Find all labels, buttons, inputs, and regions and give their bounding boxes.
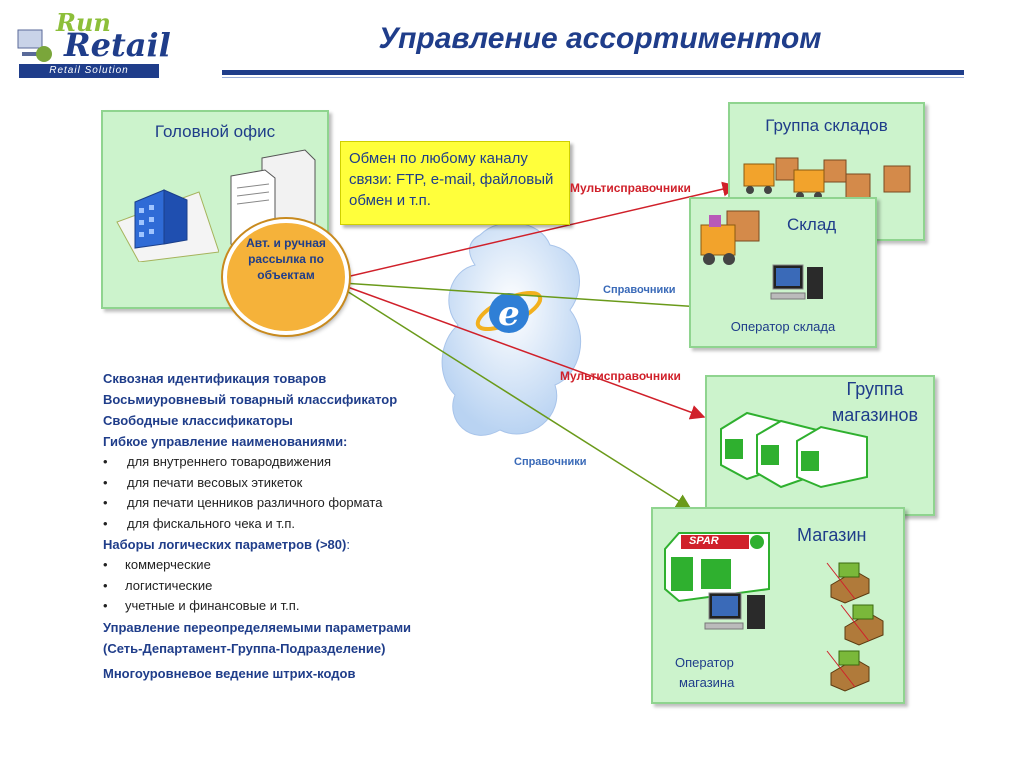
multi-refs-label-top: Мультисправочники <box>570 181 691 195</box>
head-office-label: Головной офис <box>154 122 276 141</box>
store-box: SPAR Магазин Оператор магазина <box>651 507 905 704</box>
spar-logo: SPAR <box>689 535 719 547</box>
logo-run-text: Run <box>56 8 111 37</box>
computer-logo-icon <box>17 29 52 62</box>
feature-item: Многоуровневое ведение штрих-кодов <box>103 665 356 681</box>
title-rule-thin <box>222 77 964 78</box>
forklift-icon <box>700 210 760 265</box>
logo-tagline: Retail Solution <box>19 64 159 78</box>
distribution-circle: Авт. и ручная рассылка по объектам <box>223 219 349 335</box>
store-building-icon <box>664 532 770 603</box>
title-rule <box>222 70 964 75</box>
store-group-label-2: магазинов <box>831 405 919 425</box>
warehouse-label: Склад <box>787 215 837 234</box>
features-list: Сквозная идентификация товаров Восьмиуро… <box>103 368 573 684</box>
refs-label-top: Справочники <box>603 284 676 296</box>
multi-refs-label-mid: Мультисправочники <box>560 369 681 383</box>
store-group-icon <box>720 411 868 489</box>
exchange-note-text: Обмен по любому каналу связи: FTP, e-mai… <box>349 150 554 209</box>
warehouse-group-label: Группа складов <box>765 116 888 135</box>
feature-item: Сквозная идентификация товаров <box>103 371 327 386</box>
forklift-group-icon <box>743 157 911 200</box>
feature-item: Свободные классификаторы <box>103 413 293 428</box>
office-building-icon <box>116 189 219 262</box>
exchange-note: Обмен по любому каналу связи: FTP, e-mai… <box>340 141 570 225</box>
feature-sub-item: •для печати ценников различного формата <box>103 495 383 510</box>
page-title: Управление ассортиментом <box>378 22 822 55</box>
svg-text:e: e <box>498 294 520 334</box>
feature-item: Восьмиуровневый товарный классификатор <box>103 392 398 407</box>
feature-item: Управление переопределяемыми параметрами <box>103 619 412 635</box>
feature-item: Гибкое управление наименованиями: <box>103 434 348 449</box>
arrow-ref-store <box>341 287 692 509</box>
warehouse-operator-label: Оператор склада <box>730 319 836 334</box>
warehouse-box: Склад Оператор склада <box>689 197 877 348</box>
feature-sub-item: •для внутреннего товародвижения <box>103 454 332 469</box>
arrow-multi-store-group <box>341 284 706 420</box>
refs-label-bottom: Справочники <box>514 456 587 468</box>
feature-sub-item: •учетные и финансовые и т.п. <box>103 598 300 613</box>
store-label: Магазин <box>797 525 867 545</box>
store-group-box: Группа магазинов <box>705 375 935 516</box>
arrow-ref-warehouse <box>341 282 718 315</box>
computer-workstation-icon <box>704 592 765 630</box>
logo: Run Retail Retail Solution <box>14 8 171 80</box>
store-group-label-1: Группа <box>846 379 904 399</box>
cash-register-icon <box>826 650 870 692</box>
feature-sub-item: •логистические <box>103 577 213 593</box>
cash-register-icon <box>840 604 884 646</box>
store-operator-label-2: магазина <box>679 675 735 690</box>
feature-sub-item: •коммерческие <box>103 557 211 572</box>
feature-item: (Сеть-Департамент-Группа-Подразделение) <box>103 640 386 656</box>
feature-sub-item: •для печати весовых этикеток <box>103 474 303 490</box>
arrow-multi-warehouse-group <box>341 181 738 279</box>
cash-register-icon <box>826 562 870 604</box>
logo-retail-text: Retail <box>64 26 171 64</box>
internet-explorer-icon: e <box>475 290 543 334</box>
feature-sub-item: •для фискального чека и т.п. <box>103 515 296 531</box>
feature-item: Наборы логических параметров (>80): <box>103 537 350 552</box>
store-operator-label-1: Оператор <box>675 655 734 670</box>
distribution-text: Авт. и ручная рассылка по объектам <box>246 236 326 282</box>
computer-workstation-icon <box>770 264 823 300</box>
